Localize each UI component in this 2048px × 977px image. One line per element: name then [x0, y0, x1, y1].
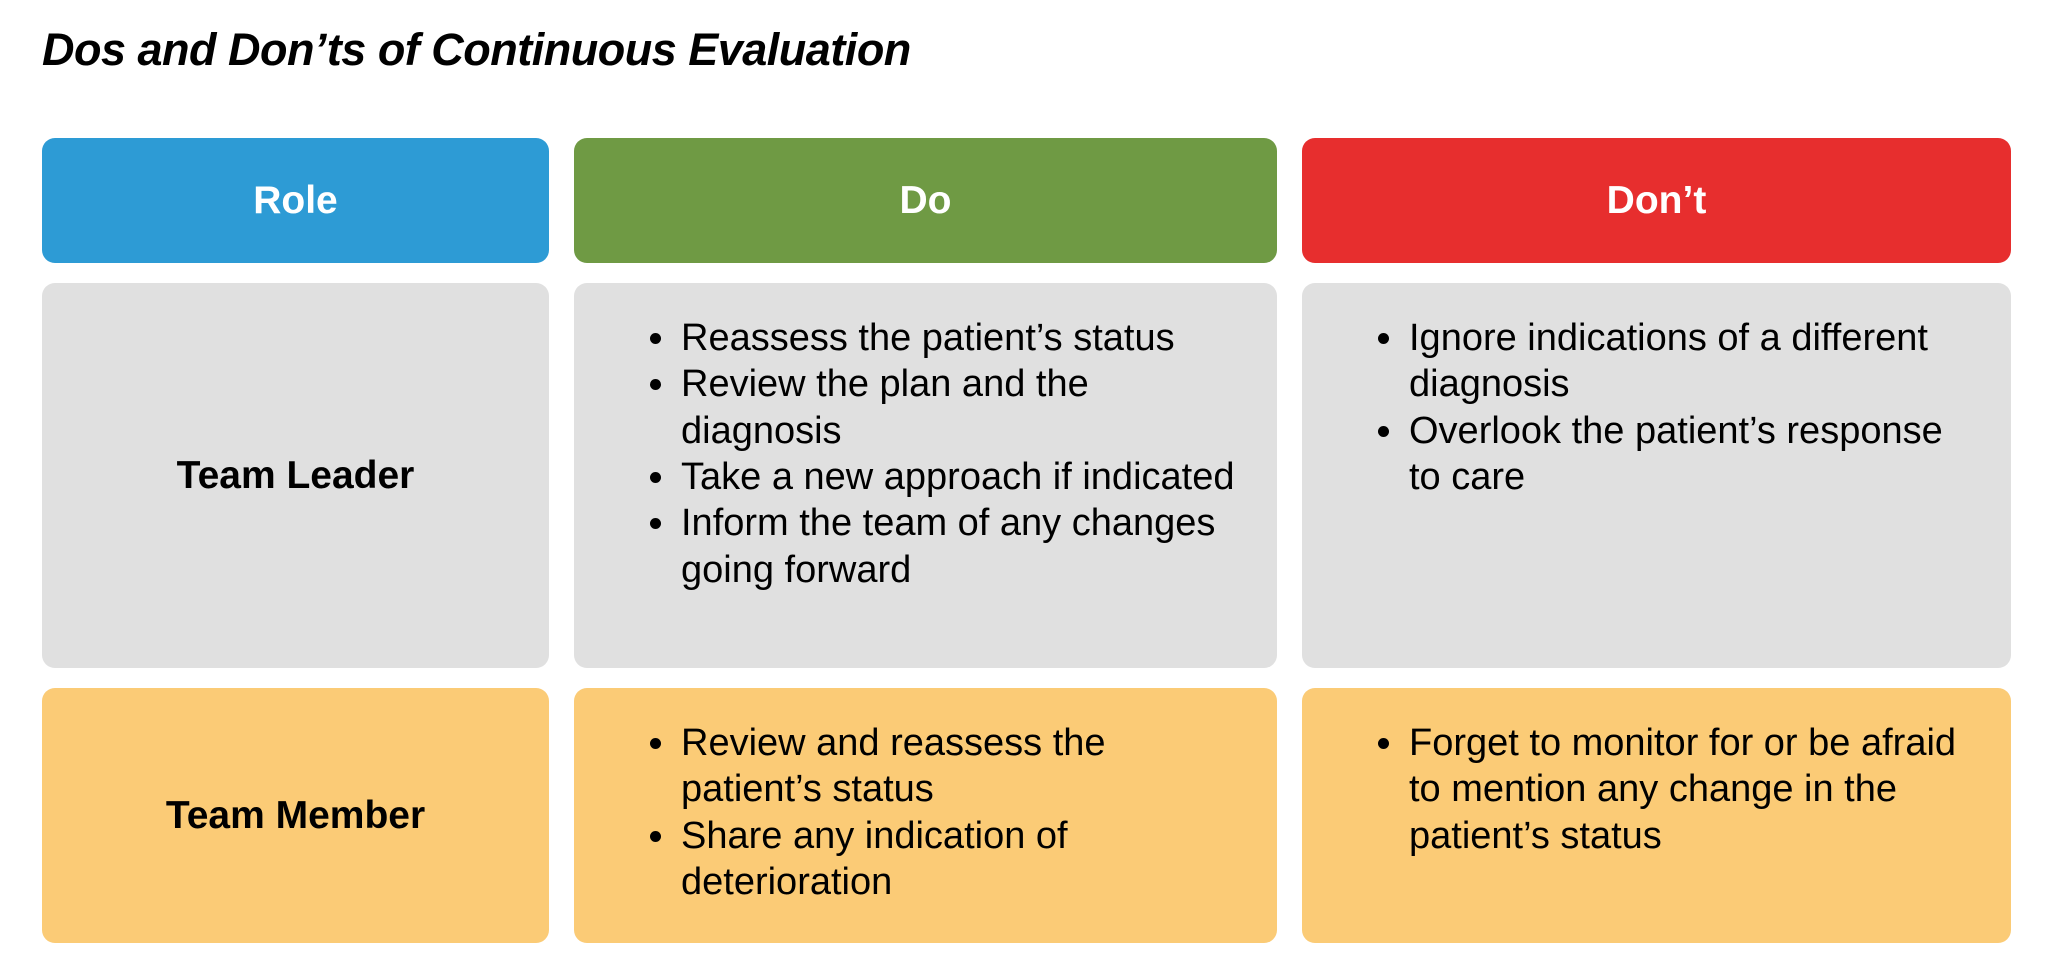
list-item: Ignore indications of a different diagno…: [1407, 315, 1983, 408]
list-item: Overlook the patient’s response to care: [1407, 408, 1983, 501]
list-item: Review and reassess the patient’s status: [679, 720, 1249, 813]
list-item: Take a new approach if indicated: [679, 454, 1249, 500]
page-title: Dos and Don’ts of Continuous Evaluation: [42, 24, 911, 75]
list-item: Share any indication of deterioration: [679, 813, 1249, 906]
column-header-dont: Don’t: [1302, 138, 2011, 263]
column-header-role: Role: [42, 138, 549, 263]
list-item: Inform the team of any changes going for…: [679, 500, 1249, 593]
do-list-team-leader: Reassess the patient’s status Review the…: [619, 315, 1249, 593]
column-header-do: Do: [574, 138, 1277, 263]
dont-list-team-leader: Ignore indications of a different diagno…: [1347, 315, 1983, 500]
dont-cell-team-leader: Ignore indications of a different diagno…: [1302, 283, 2011, 668]
list-item: Reassess the patient’s status: [679, 315, 1249, 361]
do-cell-team-member: Review and reassess the patient’s status…: [574, 688, 1277, 943]
role-cell-team-member: Team Member: [42, 688, 549, 943]
role-cell-team-leader: Team Leader: [42, 283, 549, 668]
do-cell-team-leader: Reassess the patient’s status Review the…: [574, 283, 1277, 668]
list-item: Forget to monitor for or be afraid to me…: [1407, 720, 1983, 859]
dont-list-team-member: Forget to monitor for or be afraid to me…: [1347, 720, 1983, 859]
do-list-team-member: Review and reassess the patient’s status…: [619, 720, 1249, 905]
dont-cell-team-member: Forget to monitor for or be afraid to me…: [1302, 688, 2011, 943]
dos-donts-table: Role Do Don’t Team Leader Reassess the p…: [42, 138, 2011, 943]
list-item: Review the plan and the diagnosis: [679, 361, 1249, 454]
